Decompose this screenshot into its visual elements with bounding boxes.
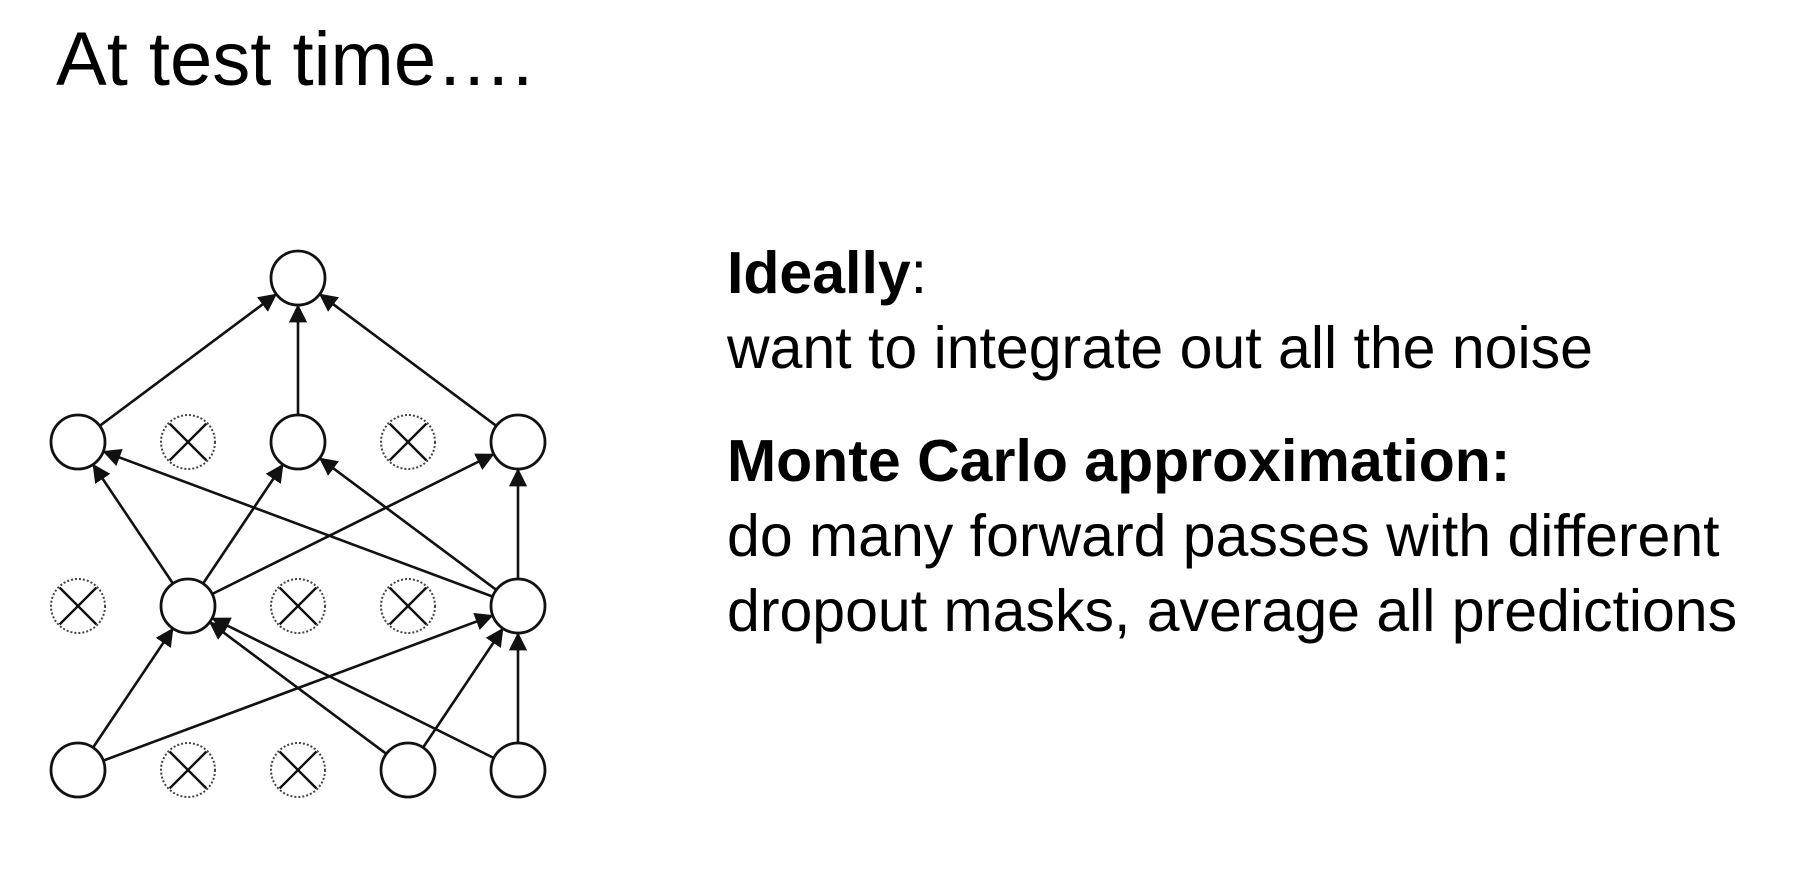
connection-arrow [318,293,498,427]
neuron-nodes [49,249,547,799]
explanation-text: Ideally: want to integrate out all the n… [727,236,1787,649]
neuron-circle-icon [489,413,547,471]
neuron-circle-icon [489,577,547,635]
connection-arrow [98,293,278,427]
neuron-circle-icon [49,413,107,471]
monte-carlo-heading: Monte Carlo approximation: [727,428,1511,494]
neuron-circle-icon [159,577,217,635]
neuron-circle-icon [49,741,107,799]
connection-arrow [211,617,495,760]
dropped-neuron-icon [160,414,216,470]
connection-arrow [91,627,174,749]
monte-carlo-body: do many forward passes with different dr… [727,503,1738,644]
connection-arrows [91,293,528,762]
connection-arrow [102,448,494,598]
connection-arrow [211,453,495,596]
connection-arrow [421,627,504,749]
connection-arrow [208,621,388,755]
dropped-neuron-icon [50,578,106,634]
neuron-circle-icon [379,741,437,799]
ideally-paragraph: Ideally: want to integrate out all the n… [727,236,1787,386]
dropped-neuron-icon [380,578,436,634]
slide-title: At test time…. [56,17,534,102]
dropped-neuron-icon [270,578,326,634]
monte-carlo-paragraph: Monte Carlo approximation: do many forwa… [727,424,1787,649]
neuron-circle-icon [269,413,327,471]
connection-arrow [201,463,284,585]
dropped-neuron-icon [160,742,216,798]
neuron-circle-icon [269,249,327,307]
connection-arrow [92,463,175,585]
neuron-circle-icon [489,741,547,799]
ideally-body: want to integrate out all the noise [727,315,1593,381]
dropout-network-diagram [49,249,547,799]
ideally-heading: Ideally [727,240,911,306]
ideally-colon: : [910,240,928,306]
connection-arrow [318,457,498,591]
dropped-neuron-icon [270,742,326,798]
dropped-neuron-icon [380,414,436,470]
